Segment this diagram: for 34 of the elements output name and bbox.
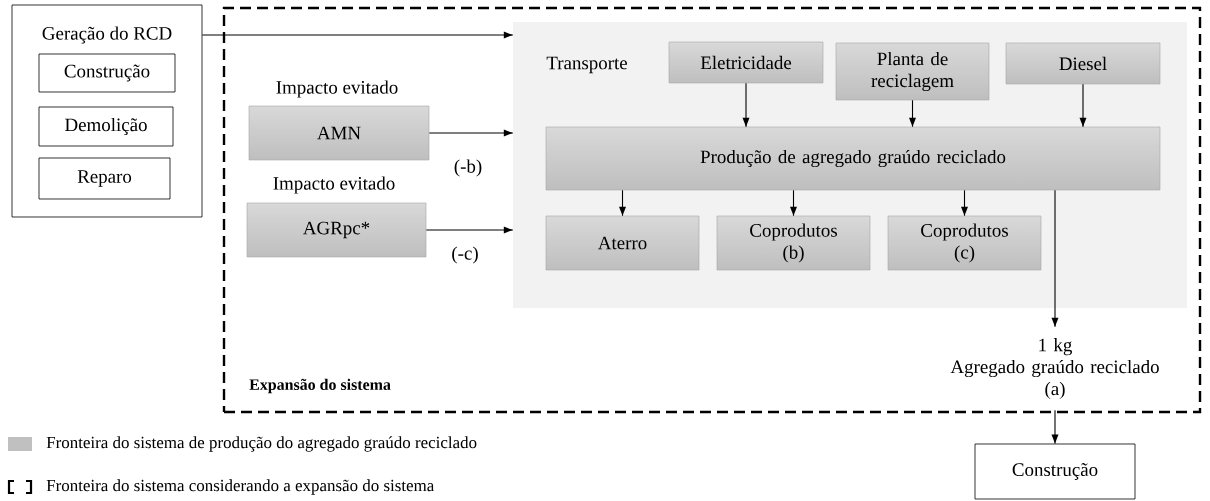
- arrow: [790, 189, 797, 217]
- process-box: Demolição: [38, 106, 174, 147]
- arrow: [1079, 83, 1087, 128]
- output-label: 1 kg Agregado graúdo reciclado (a): [950, 338, 1159, 399]
- process-box: Coprodutos (b): [716, 215, 871, 271]
- process-box: Diesel: [1005, 42, 1161, 85]
- arrow: [619, 189, 626, 217]
- process-box: Planta de reciclagem: [835, 42, 990, 101]
- edge-label: (-b): [452, 158, 484, 178]
- arrow: [425, 226, 514, 234]
- process-box: AGRpc*: [246, 202, 427, 258]
- arrow: [909, 99, 916, 128]
- process-box: Construção: [974, 443, 1136, 500]
- arrow: [961, 189, 968, 217]
- arrow: [1051, 189, 1059, 328]
- panel-label: Transporte: [546, 56, 628, 74]
- legend-text: Fronteira do sistema considerando a expansão do sistema: [46, 479, 435, 495]
- boundary-label: Expansão do sistema: [249, 378, 391, 394]
- process-box: AMN: [248, 105, 430, 161]
- process-box: Coprodutos (c): [887, 215, 1042, 271]
- legend-text: Fronteira do sistema de produção do agregado graúdo reciclado: [46, 436, 477, 452]
- process-box: Produção de agregado graúdo reciclado: [545, 126, 1161, 191]
- box-heading: Impacto evitado: [273, 176, 395, 194]
- process-box: Reparo: [38, 157, 171, 200]
- box-heading: Impacto evitado: [276, 80, 398, 98]
- arrow: [742, 82, 750, 128]
- process-box: Construção: [38, 53, 176, 93]
- box-title: Geração do RCD: [42, 26, 172, 44]
- arrow: [428, 129, 514, 137]
- process-box: Aterro: [545, 215, 700, 271]
- arrow: [201, 31, 514, 39]
- edge-label: (-c): [450, 245, 480, 265]
- process-box: Eletricidade: [668, 41, 824, 84]
- arrow: [1051, 409, 1059, 445]
